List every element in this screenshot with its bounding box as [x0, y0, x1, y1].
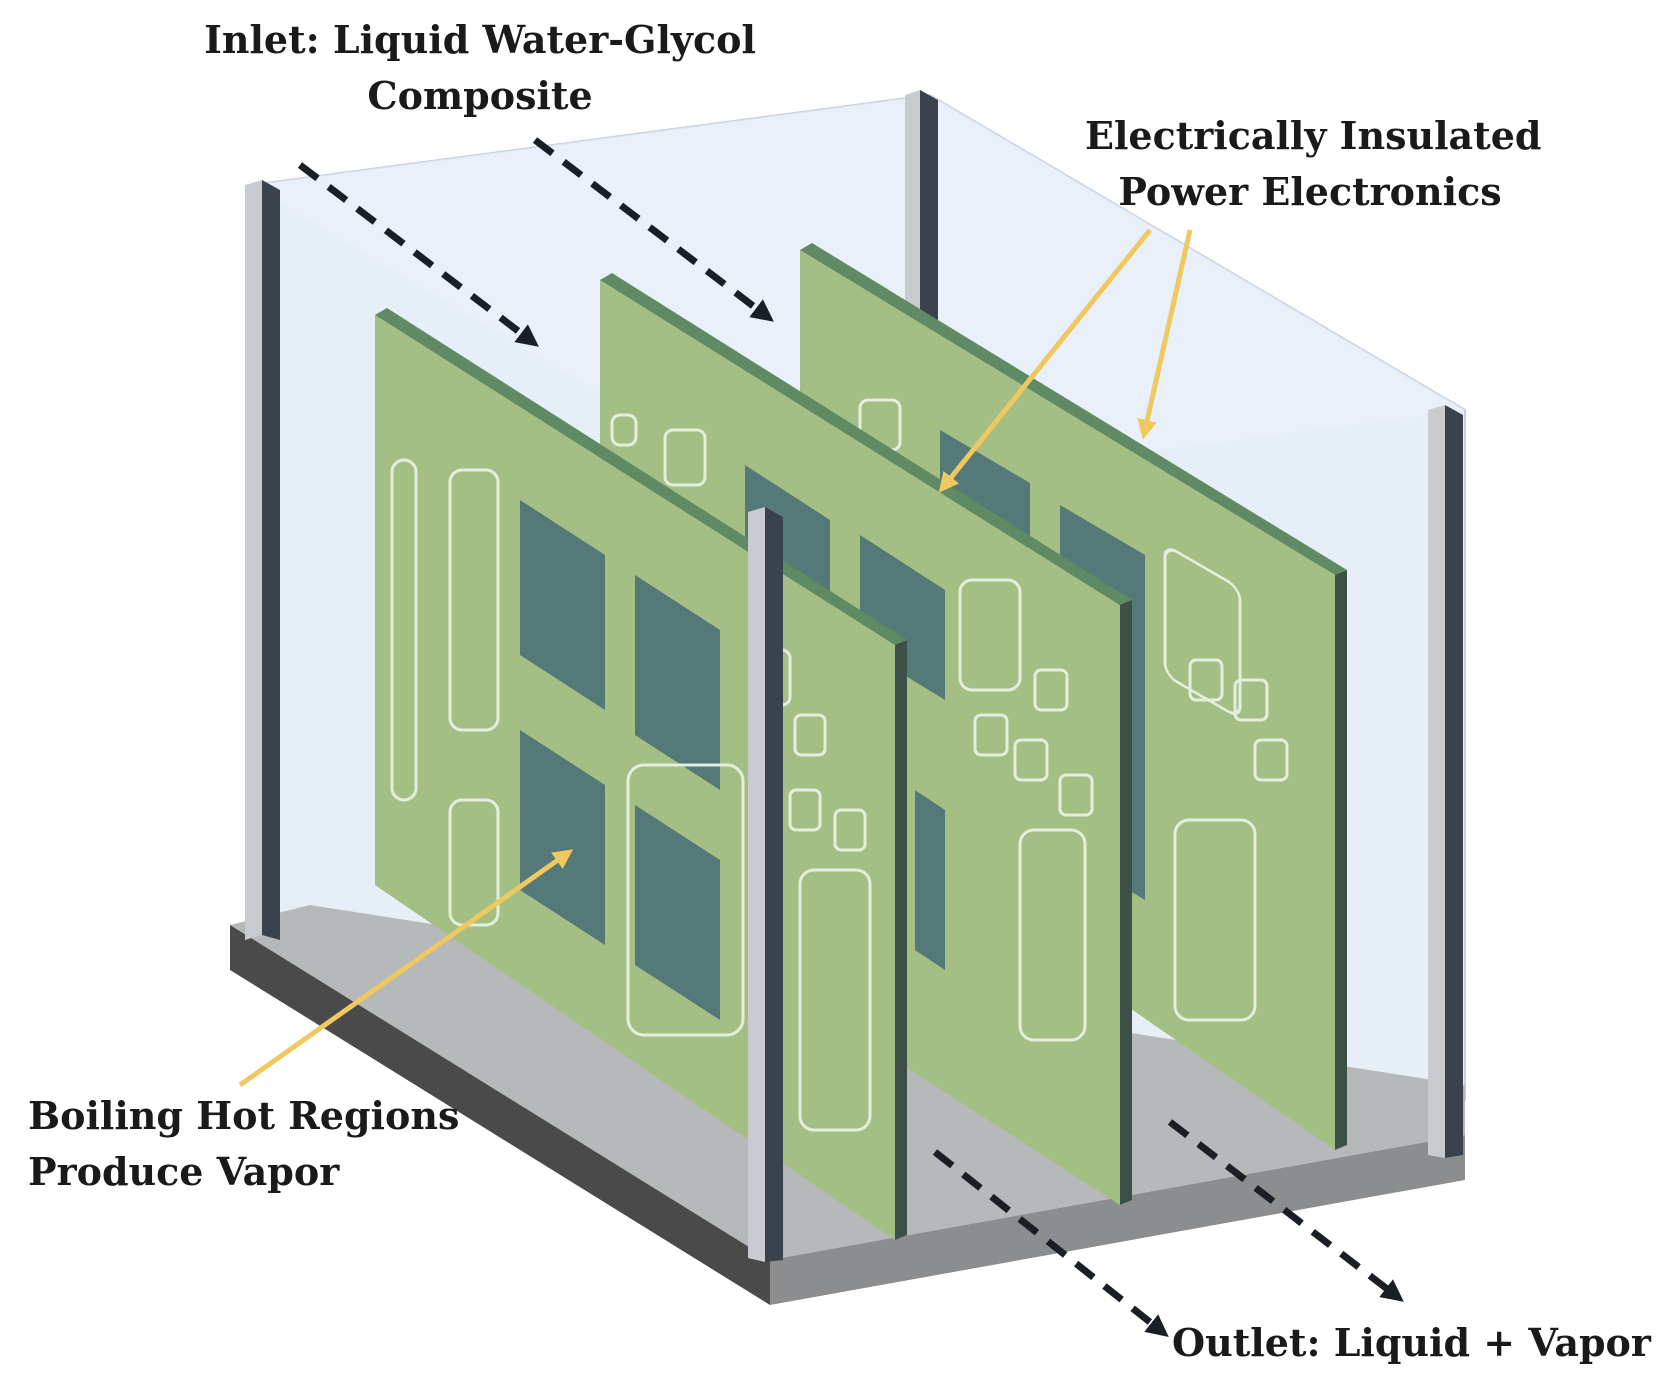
outlet-label-line1: Outlet: Liquid + Vapor [1172, 1320, 1651, 1365]
base-left-side [230, 925, 770, 1305]
base-front-side [770, 1135, 1465, 1305]
inlet-arrow-1 [297, 162, 539, 347]
flow-arrows [297, 137, 1404, 1337]
callout-arrows [238, 228, 1193, 1088]
inlet-label-line1: Inlet: Liquid Water-Glycol [204, 17, 756, 62]
hot-region [520, 730, 605, 945]
hot-region [635, 575, 720, 790]
inlet-label: Inlet: Liquid Water-Glycol Composite [200, 12, 760, 124]
hot-region [635, 805, 720, 1020]
callout-insulated-arrow-1 [938, 228, 1152, 493]
inlet-label-line2: Composite [367, 73, 593, 118]
post-back-left [245, 180, 280, 940]
hot-region [520, 500, 605, 710]
insulated-label-line2: Power Electronics [1118, 169, 1502, 214]
outlet-label: Outlet: Liquid + Vapor [1172, 1315, 1651, 1371]
callout-insulated-arrow-2 [1137, 229, 1193, 440]
hot-region [915, 790, 945, 970]
post-front-right [748, 507, 783, 1262]
inlet-arrow-2 [532, 137, 774, 322]
boiling-regions-label: Boiling Hot Regions Produce Vapor [28, 1088, 468, 1200]
post-back-right [1428, 405, 1463, 1158]
callout-boiling-arrow [238, 849, 574, 1088]
insulated-electronics-label: Electrically Insulated Power Electronics [1085, 108, 1542, 220]
outlet-arrow-2 [1167, 1119, 1404, 1302]
boiling-label-line1: Boiling Hot Regions [28, 1093, 460, 1138]
boiling-label-line2: Produce Vapor [28, 1149, 340, 1194]
post-back-middle [905, 90, 938, 322]
outlet-arrow-1 [932, 1149, 1169, 1337]
insulated-label-line1: Electrically Insulated [1085, 113, 1542, 158]
